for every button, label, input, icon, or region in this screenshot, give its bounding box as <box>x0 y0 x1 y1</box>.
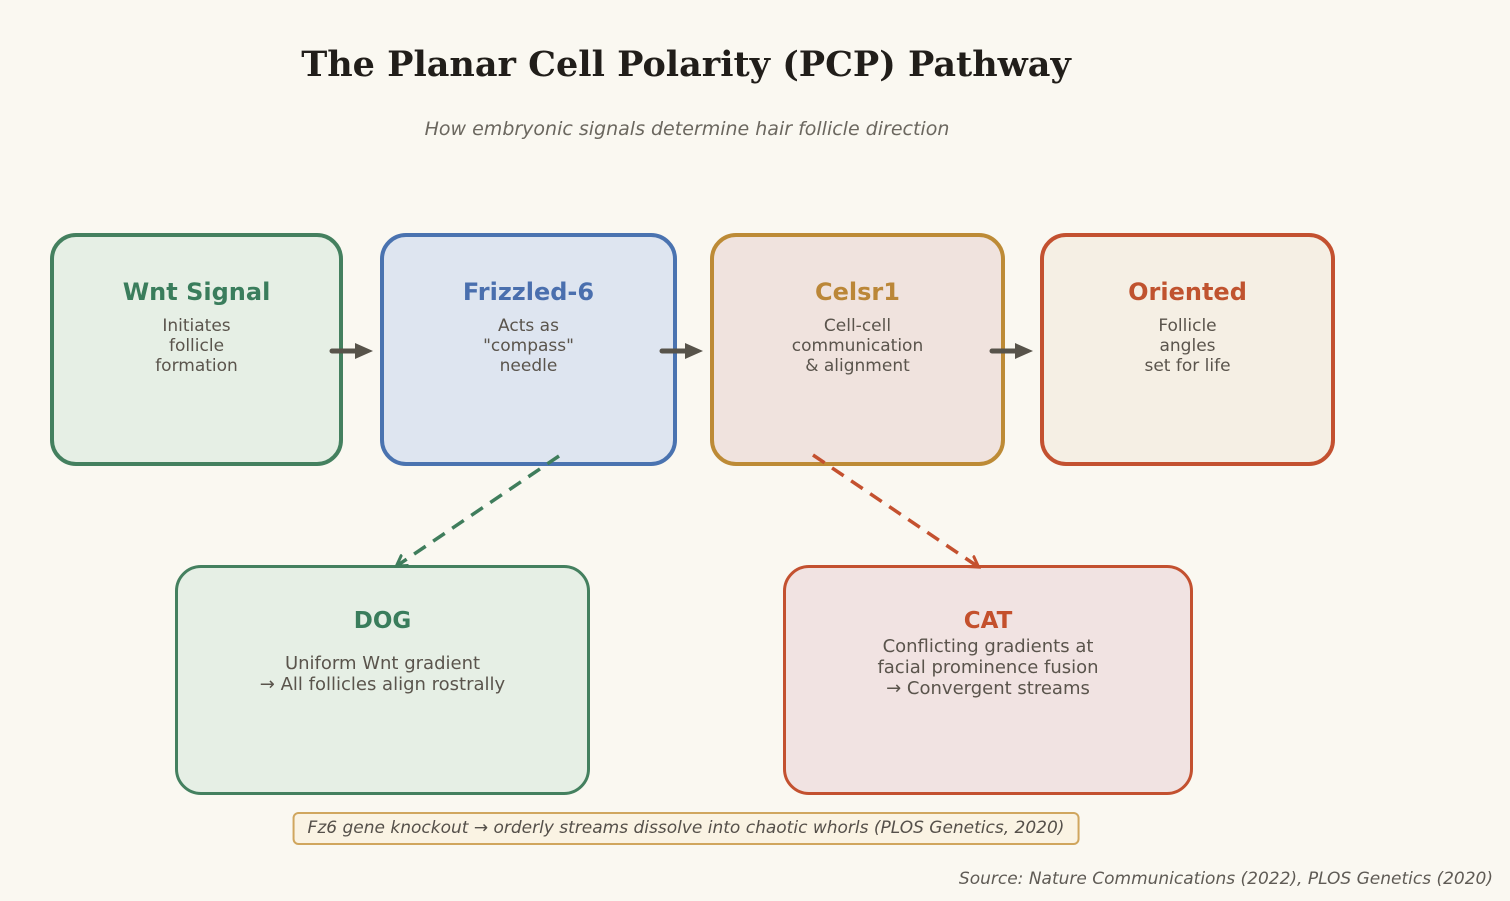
node-cat: CAT Conflicting gradients at facial prom… <box>783 565 1193 795</box>
node-celsr1-title: Celsr1 <box>815 278 900 306</box>
node-celsr1: Celsr1 Cell-cell communication & alignme… <box>710 233 1005 466</box>
node-wnt-signal-title: Wnt Signal <box>122 278 271 306</box>
footnote-callout: Fz6 gene knockout → orderly streams diss… <box>292 812 1080 845</box>
node-cat-description: Conflicting gradients at facial prominen… <box>877 636 1099 699</box>
node-oriented-title: Oriented <box>1128 278 1247 306</box>
node-frizzled-6-title: Frizzled-6 <box>462 278 595 306</box>
page-subtitle: How embryonic signals determine hair fol… <box>424 118 950 140</box>
node-dog: DOG Uniform Wnt gradient → All follicles… <box>175 565 590 795</box>
node-dog-title: DOG <box>353 608 412 634</box>
dashed-arrow-frizzled-to-dog <box>398 454 560 565</box>
source-citation: Source: Nature Communications (2022), PL… <box>958 869 1493 889</box>
node-dog-description: Uniform Wnt gradient → All follicles ali… <box>259 653 506 695</box>
node-wnt-signal-description: Initiates follicle formation <box>155 316 238 376</box>
node-frizzled-6-description: Acts as "compass" needle <box>483 316 574 376</box>
node-celsr1-description: Cell-cell communication & alignment <box>791 316 924 376</box>
page-title: The Planar Cell Polarity (PCP) Pathway <box>301 44 1071 85</box>
node-oriented: Oriented Follicle angles set for life <box>1040 233 1335 466</box>
dashed-arrow-celsr-to-cat <box>812 453 977 566</box>
node-wnt-signal: Wnt Signal Initiates follicle formation <box>50 233 343 466</box>
node-oriented-description: Follicle angles set for life <box>1144 316 1231 376</box>
node-frizzled-6: Frizzled-6 Acts as "compass" needle <box>380 233 677 466</box>
node-cat-title: CAT <box>963 608 1013 634</box>
